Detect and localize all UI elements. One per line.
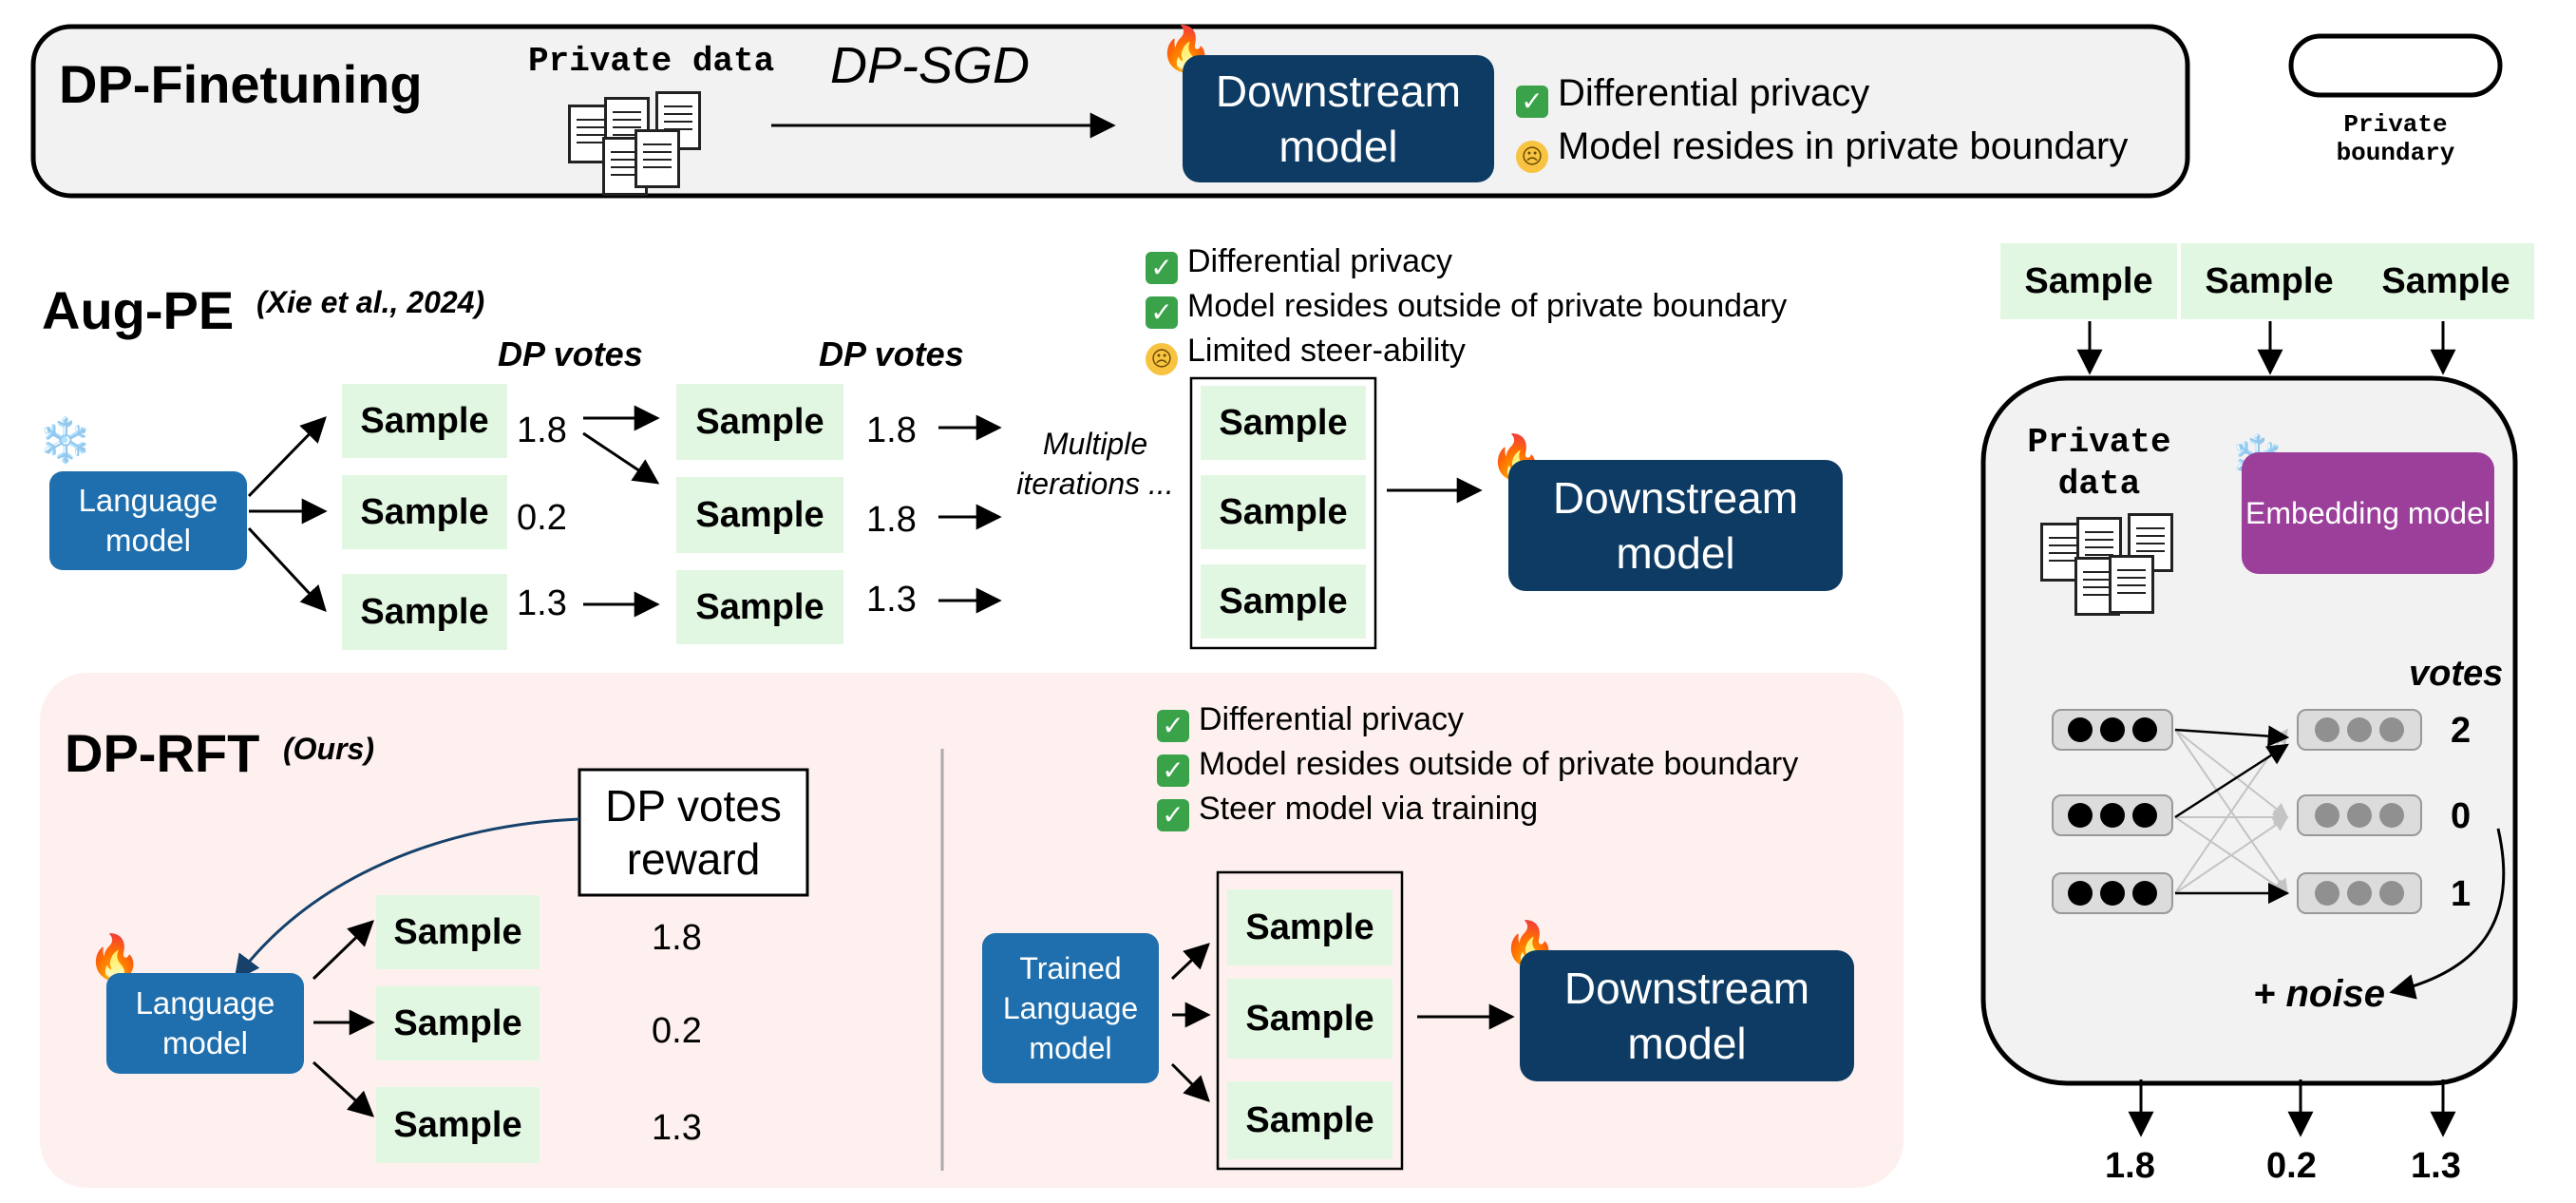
legend-private-boundary-label: Private boundary [2336, 110, 2455, 167]
vote-count-3: 1 [2451, 874, 2472, 914]
private-embedding-vector [2052, 709, 2173, 751]
sample-embedding-vector [2297, 709, 2422, 751]
rft-sample-1: Sample [376, 895, 540, 969]
check-icon: ✓ [1146, 296, 1178, 329]
dp-rft-tag: (Ours) [283, 732, 374, 766]
check-icon: ✓ [1146, 252, 1178, 284]
vote-sample-1: Sample [2000, 243, 2177, 319]
check-icon: ✓ [1516, 86, 1548, 118]
trained-sample-1: Sample [1227, 889, 1392, 965]
aug-r2-vote-3: 1.3 [866, 580, 917, 620]
aug-r1-vote-3: 1.3 [517, 583, 567, 623]
aug-r2-sample-3: Sample [676, 570, 843, 644]
pro-item: ✓Steer model via training [1157, 787, 1798, 831]
vote-line-1 [2174, 725, 2290, 747]
check-icon: ✓ [1157, 799, 1189, 831]
aug-r1-sample-2: Sample [342, 475, 507, 549]
frown-icon: ☹ [1516, 141, 1548, 173]
vote-count-1: 2 [2451, 711, 2472, 751]
aug-r2-sample-2: Sample [676, 477, 843, 553]
check-icon: ✓ [1157, 710, 1189, 742]
reward-box-frame [578, 768, 809, 897]
aug-r2-vote-2: 1.8 [866, 500, 917, 540]
aug-final-sample-frame [1189, 376, 1377, 650]
rft-vote-2: 0.2 [652, 1011, 702, 1051]
aug-pe-title: Aug-PE [42, 280, 235, 340]
dp-rft-language-model: Language model [106, 973, 304, 1074]
voting-private-data-label: Private data [2027, 423, 2171, 504]
dp-votes-label-1: DP votes [498, 334, 643, 373]
aug-pe-pros: ✓Differential privacy ✓Model resides out… [1146, 239, 1787, 375]
trained-lm-arrow-bot [1170, 1062, 1210, 1102]
dp-finetuning-private-data-label: Private data [528, 42, 775, 81]
aug-r2-sample-1: Sample [676, 384, 843, 460]
aug-pe-citation: (Xie et al., 2024) [256, 285, 485, 319]
aug-final-sample-1: Sample [1201, 386, 1366, 460]
pro-item: ☹Model resides in private boundary [1516, 120, 2128, 173]
dp-finetuning-downstream-model: Downstream model [1183, 55, 1494, 182]
vote-count-2: 0 [2451, 796, 2472, 836]
dp-rft-title: DP-RFT [65, 723, 260, 783]
sample-embedding-vector [2297, 794, 2422, 836]
frown-icon: ☹ [1146, 343, 1178, 375]
voting-documents-icon [2040, 513, 2183, 627]
embedding-model: Embedding model [2242, 452, 2494, 574]
dp-rft-pros: ✓Differential privacy ✓Model resides out… [1157, 697, 1798, 831]
aug-r1-arrow-b [582, 431, 660, 485]
vote-line-2 [2174, 743, 2289, 819]
aug-final-sample-2: Sample [1201, 475, 1366, 549]
rft-sample-3: Sample [376, 1087, 540, 1163]
trained-language-model: Trained Language model [982, 933, 1159, 1083]
pro-item: ✓Model resides outside of private bounda… [1146, 284, 1787, 329]
rft-sample-frame [1216, 870, 1404, 1171]
fire-icon: 🔥 [87, 932, 142, 982]
dp-finetuning-title: DP-Finetuning [59, 54, 423, 114]
private-data-documents-icon [568, 91, 710, 196]
snowflake-icon: ❄️ [38, 415, 93, 465]
aug-r1-sample-1: Sample [342, 384, 507, 458]
pro-item: ✓Differential privacy [1516, 67, 2128, 120]
aug-pe-language-model: Language model [49, 471, 247, 570]
rft-lm-arrow-bot [312, 1060, 375, 1117]
votes-label: votes [2409, 654, 2504, 694]
rft-sample-2: Sample [376, 986, 540, 1060]
rft-vote-1: 1.8 [652, 918, 702, 958]
pro-item: ☹Limited steer-ability [1146, 329, 1787, 375]
dp-rft-downstream-model: Downstream model [1520, 950, 1854, 1081]
pro-item: ✓Differential privacy [1157, 697, 1798, 742]
rft-lm-arrow-top [312, 920, 374, 981]
pro-item: ✓Model resides outside of private bounda… [1157, 742, 1798, 787]
aug-pe-downstream-model: Downstream model [1508, 460, 1843, 591]
dp-votes-label-2: DP votes [819, 334, 964, 373]
aug-lm-arrow-bot [247, 526, 327, 612]
noise-arrow [2389, 828, 2506, 1000]
aug-r1-vote-1: 1.8 [517, 411, 567, 450]
output-score-2: 0.2 [2266, 1146, 2317, 1186]
legend-boundary-swatch [2288, 33, 2503, 98]
reward-feedback-arrow [234, 817, 580, 982]
trained-lm-arrow-top [1170, 943, 1210, 981]
vote-sample-3: Sample [2358, 243, 2534, 319]
aug-r1-vote-2: 0.2 [517, 498, 567, 538]
private-embedding-vector [2052, 872, 2173, 914]
vote-sample-2: Sample [2181, 243, 2358, 319]
sample-embedding-vector [2297, 872, 2422, 914]
rft-vote-3: 1.3 [652, 1108, 702, 1148]
trained-sample-3: Sample [1227, 1081, 1392, 1159]
dp-finetuning-pros: ✓Differential privacy ☹Model resides in … [1516, 67, 2128, 173]
output-score-3: 1.3 [2411, 1146, 2461, 1186]
check-icon: ✓ [1157, 754, 1189, 787]
pro-item: ✓Differential privacy [1146, 239, 1787, 284]
trained-sample-2: Sample [1227, 979, 1392, 1059]
aug-final-sample-3: Sample [1201, 564, 1366, 639]
dp-sgd-label: DP-SGD [830, 37, 1031, 94]
aug-r2-vote-1: 1.8 [866, 411, 917, 450]
private-embedding-vector [2052, 794, 2173, 836]
noise-label: + noise [2253, 973, 2385, 1015]
multiple-iterations-label: Multiple iterations ... [1016, 427, 1174, 501]
dp-votes-reward: DP votes reward [605, 781, 782, 884]
aug-r1-sample-3: Sample [342, 574, 507, 650]
output-score-1: 1.8 [2105, 1146, 2155, 1186]
aug-lm-arrow-top [247, 416, 327, 498]
